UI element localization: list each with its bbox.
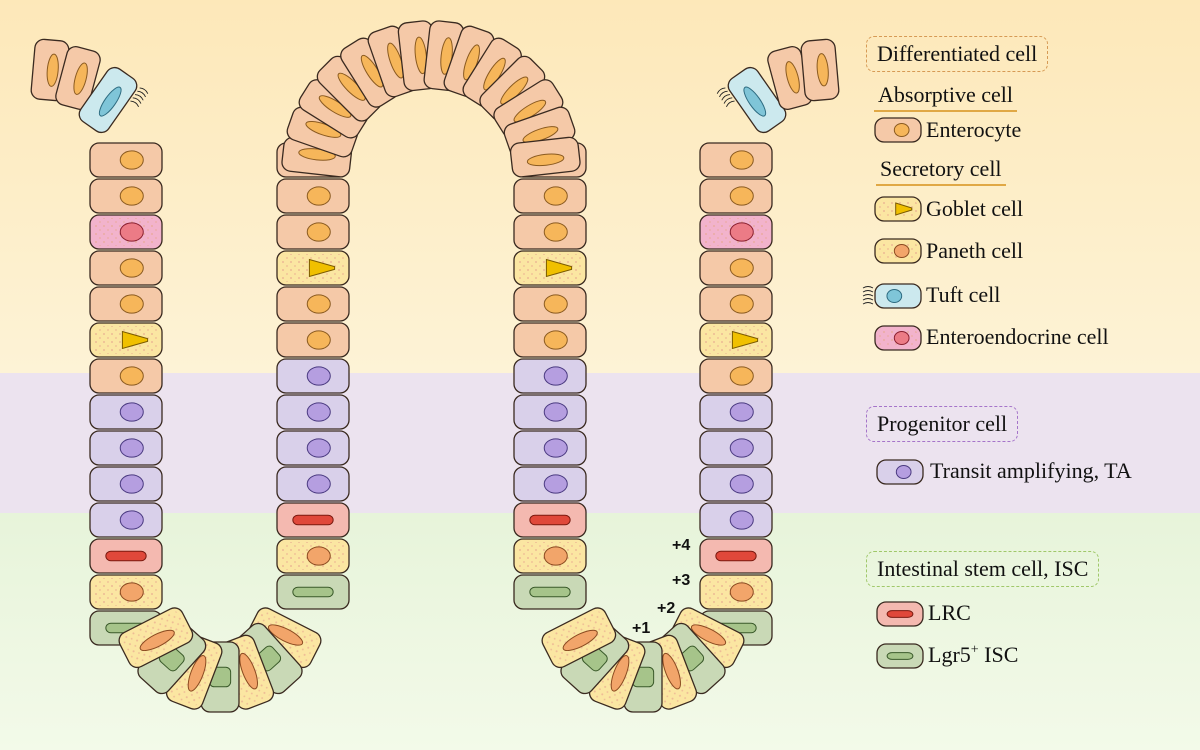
crypt2-right-cell-8 [699,394,773,430]
crypt2-right-cell-12 [699,538,773,574]
crypt1-left-cell-1 [89,142,163,178]
crypt1-left-cell-11 [89,502,163,538]
crypt2-right-cell-6 [699,322,773,358]
crypt2-left-cell-10 [513,466,587,502]
crypt2-left-cell-5 [513,286,587,322]
crypt1-right-cell-11 [276,502,350,538]
crypt1-right-cell-4 [276,250,350,286]
crypt1-left-cell-10 [89,466,163,502]
crypt1-right-cell-3 [276,214,350,250]
crypt1-right-cell-2 [276,178,350,214]
villus-cell-14 [509,136,581,178]
crypt2-left-cell-12 [513,538,587,574]
crypt2-left-cell-3 [513,214,587,250]
crypt2-left-cell-8 [513,394,587,430]
crypt2-right-cell-3 [699,214,773,250]
crypt1-left-cell-3 [89,214,163,250]
transit-amplifying-icon [876,459,924,485]
crypt2-left-cell-13 [513,574,587,610]
crypt2-base-cell-7 [541,607,617,669]
crypt1-left-cell-8 [89,394,163,430]
right-edge-cell-2 [800,38,840,102]
crypt1-left-cell-12 [89,538,163,574]
crypt1-left-cell-5 [89,286,163,322]
lgr5-isc-icon [876,643,924,669]
crypt2-right-cell-13 [699,574,773,610]
crypt2-left-cell-11 [513,502,587,538]
left-edge-cell-2 [55,45,101,111]
crypt1-right-cell-12 [276,538,350,574]
crypt2-right-cell-5 [699,286,773,322]
crypt1-right-cell-13 [276,574,350,610]
enterocyte-icon [874,117,922,143]
crypt1-right-cell-9 [276,430,350,466]
right-edge-tuft-cell [716,66,787,134]
paneth-cell-icon [874,238,922,264]
crypt1-right-cell-6 [276,322,350,358]
crypt1-left-cell-9 [89,430,163,466]
crypt2-right-cell-2 [699,178,773,214]
crypt1-right-cell-10 [276,466,350,502]
crypt1-base-cell-1 [246,607,322,669]
tuft-cell-icon [862,283,922,309]
crypt2-right-cell-10 [699,466,773,502]
crypt2-left-cell-7 [513,358,587,394]
crypt2-right-cell-7 [699,358,773,394]
crypt1-left-cell-6 [89,322,163,358]
crypt1-left-cell-2 [89,178,163,214]
crypt1-base-cell-7 [118,607,194,669]
crypt2-base-cell-5 [588,634,646,710]
progenitor-zone-band [0,373,1200,513]
crypt1-left-cell-4 [89,250,163,286]
differentiated-zone-band [0,0,1200,373]
villus-cell-2 [286,106,359,158]
crypt1-left-cell-13 [89,574,163,610]
crypt2-left-cell-6 [513,322,587,358]
crypt2-left-cell-9 [513,430,587,466]
crypt2-right-cell-11 [699,502,773,538]
crypt1-left-cell-7 [89,358,163,394]
crypt1-right-cell-7 [276,358,350,394]
crypt2-right-cell-4 [699,250,773,286]
crypt2-right-cell-9 [699,430,773,466]
lrc-icon [876,601,924,627]
crypt2-left-cell-2 [513,178,587,214]
crypt2-base-cell-1 [669,607,745,669]
goblet-cell-icon [874,196,922,222]
enteroendocrine-cell-icon [874,325,922,351]
crypt2-left-cell-4 [513,250,587,286]
left-edge-tuft-cell [78,66,149,134]
crypt2-right-cell-1 [699,142,773,178]
crypt1-right-cell-5 [276,286,350,322]
crypt1-right-cell-8 [276,394,350,430]
